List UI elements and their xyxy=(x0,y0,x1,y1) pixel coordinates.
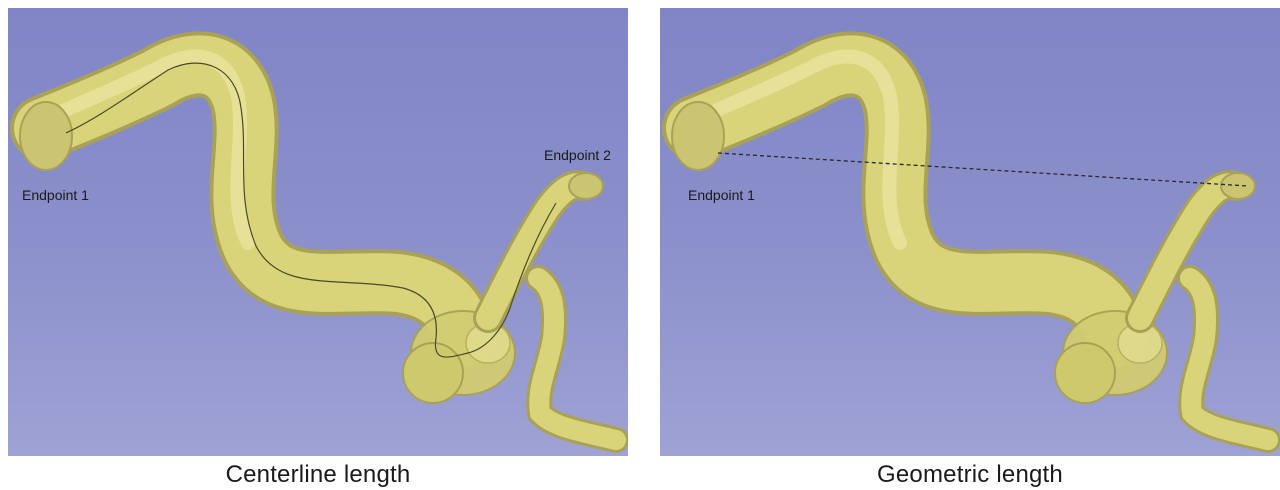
vessel-model xyxy=(20,57,616,440)
viewport-centerline: Endpoint 1 Endpoint 2 xyxy=(8,8,628,456)
endpoint-1-label: Endpoint 1 xyxy=(688,187,755,203)
vessel-render-geometric: Endpoint 1 xyxy=(660,8,1280,456)
caption-centerline-length: Centerline length xyxy=(8,461,628,489)
vessel-render-centerline: Endpoint 1 Endpoint 2 xyxy=(8,8,628,456)
endpoint-2-label: Endpoint 2 xyxy=(544,147,611,163)
caption-geometric-length: Geometric length xyxy=(660,461,1280,489)
endpoint-1-label: Endpoint 1 xyxy=(22,187,89,203)
vessel-model xyxy=(672,57,1268,440)
viewport-geometric: Endpoint 1 xyxy=(660,8,1280,456)
geometric-distance-line xyxy=(718,153,1248,186)
